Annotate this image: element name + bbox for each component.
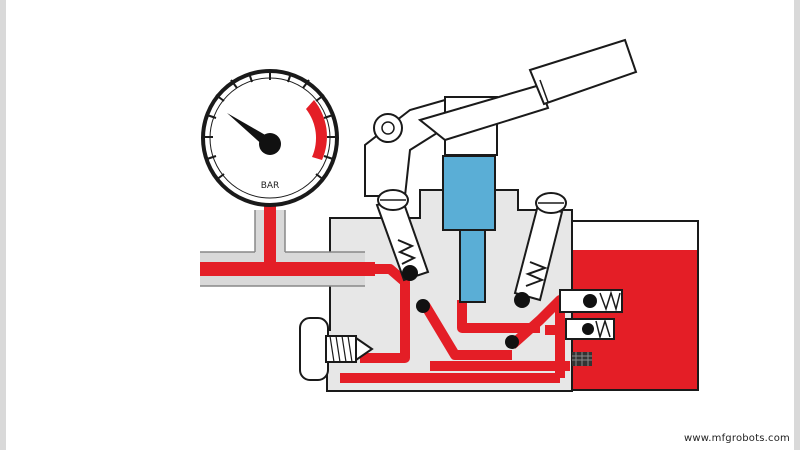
pump-lever-handle	[364, 38, 638, 197]
right-check-valve	[513, 192, 567, 308]
ball-icon	[505, 335, 519, 349]
spring-icon	[599, 290, 621, 312]
left-edge-shade	[0, 0, 6, 450]
filter-screen	[572, 352, 592, 366]
right-edge-shade	[794, 0, 800, 450]
ball-icon	[582, 323, 594, 335]
ball-icon	[514, 292, 530, 308]
ball-icon	[402, 265, 418, 281]
plunger	[442, 155, 496, 231]
gauge-ticks	[204, 71, 336, 181]
spring-icon	[525, 261, 548, 287]
lower-relief-valve	[565, 318, 615, 340]
spring-icon	[595, 318, 611, 340]
pressure-gauge: BAR	[201, 69, 339, 207]
ball-icon	[416, 299, 430, 313]
gauge-red-zone	[306, 100, 327, 160]
ball-icon	[583, 294, 597, 308]
watermark-text: www.mfgrobots.com	[684, 433, 790, 444]
pressure-line	[200, 200, 375, 287]
gauge-hub	[259, 133, 281, 155]
gauge-unit-label: BAR	[261, 181, 280, 191]
spring-icon	[397, 239, 417, 265]
release-screw	[299, 317, 374, 381]
left-check-valve	[375, 189, 430, 282]
upper-relief-valve	[559, 289, 623, 313]
